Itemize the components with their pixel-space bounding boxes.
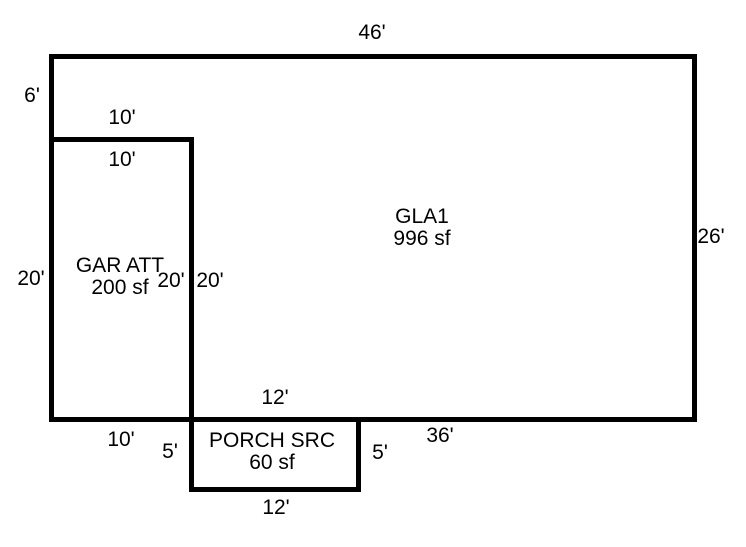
dimension-porch-top: 12' <box>261 386 289 409</box>
garage-name: GAR ATT <box>75 254 165 277</box>
dimension-garage-right-inside: 20' <box>157 269 185 292</box>
dimension-top-width: 46' <box>358 21 386 44</box>
dimension-garage-top-outside: 10' <box>108 106 136 129</box>
gla1-name: GLA1 <box>395 205 449 228</box>
dimension-garage-right-outside: 20' <box>196 269 224 292</box>
dimension-garage-top-inside: 10' <box>108 148 136 171</box>
dimension-porch-right: 5' <box>372 441 388 464</box>
dimension-left-upper: 6' <box>24 84 40 107</box>
dimension-right-side: 26' <box>697 225 725 248</box>
porch-name: PORCH SRC <box>208 429 336 452</box>
gla1-label: GLA1 996 sf <box>393 206 450 250</box>
dimension-porch-bottom: 12' <box>262 496 290 519</box>
garage-outline <box>49 137 194 422</box>
porch-area: 60 sf <box>249 451 295 474</box>
garage-area: 200 sf <box>91 276 149 299</box>
dimension-garage-left: 20' <box>17 267 45 290</box>
dimension-porch-left: 5' <box>162 440 178 463</box>
garage-label: GAR ATT 200 sf <box>76 255 164 299</box>
porch-label: PORCH SRC 60 sf <box>209 430 335 474</box>
gla1-area: 996 sf <box>393 227 451 250</box>
porch-outline <box>189 417 361 492</box>
dimension-garage-bottom: 10' <box>107 428 135 451</box>
dimension-gla-bottom: 36' <box>426 424 454 447</box>
